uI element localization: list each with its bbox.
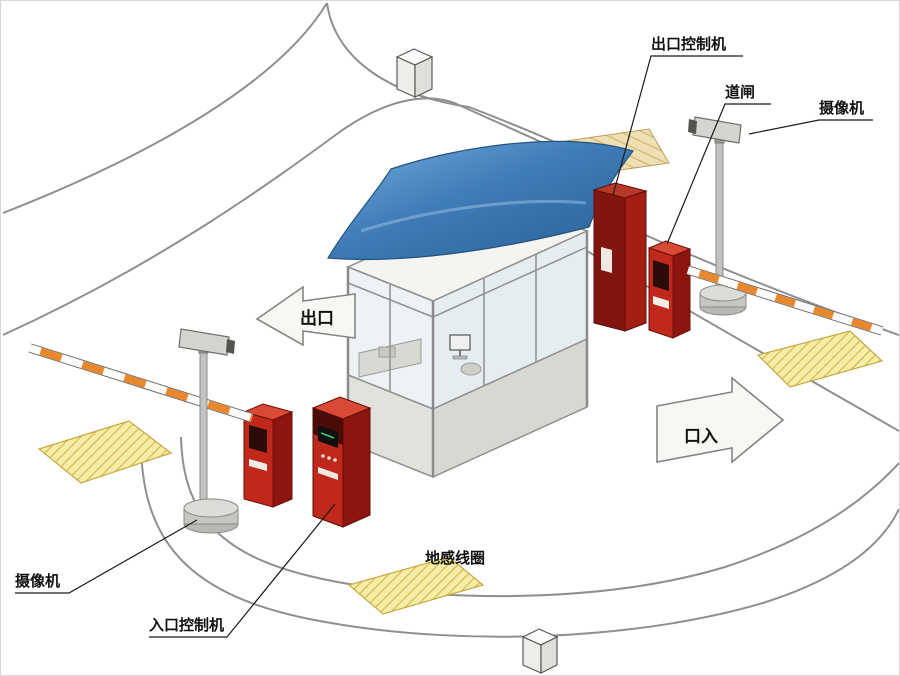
label-camera-left: 摄像机	[15, 572, 60, 590]
entrance-controller-machine	[311, 396, 372, 528]
camera-body	[692, 116, 742, 144]
barrier-arm-left	[28, 343, 254, 423]
camera-lens	[226, 339, 235, 354]
ground-coil-right-shape	[756, 330, 884, 388]
barrier-cabinet-front	[648, 247, 674, 339]
entrance-controller-side	[342, 407, 371, 528]
ground-coil-bottom-shape	[347, 556, 485, 615]
camera-left	[178, 328, 239, 534]
ground-coil-bottom	[347, 556, 485, 615]
entrance-arrow-text: 口入	[684, 427, 718, 447]
entrance-controller-display	[318, 425, 338, 448]
display-text-line	[320, 432, 335, 439]
road-edge-top-left-inner	[2, 97, 608, 336]
road-edge-top-left-outer	[2, 2, 328, 214]
label-exit-controller: 出口控制机	[651, 35, 726, 53]
label-camera-right: 摄像机	[819, 99, 864, 117]
booth-chair	[460, 362, 482, 376]
exit-controller-sign	[601, 247, 612, 273]
leader-entrance-controller	[149, 503, 336, 638]
exit-arrow-shape	[255, 285, 356, 347]
leader-barrier-gate	[666, 103, 771, 245]
barrier-cabinet-label-strip	[249, 459, 267, 471]
cube-side-face	[540, 636, 558, 674]
barrier-cabinet-label-strip	[653, 296, 669, 309]
ground-coil-left	[37, 420, 173, 484]
entrance-arrow-shape	[656, 376, 785, 464]
barrier-arm-stripes	[28, 344, 254, 422]
leader-camera-right	[748, 119, 873, 135]
exit-arrow-text: 出口	[300, 308, 334, 329]
label-ground-coil: 地感线圈	[425, 549, 485, 567]
ground-coil-left-shape	[37, 420, 173, 484]
ground-coil-right	[756, 330, 884, 388]
camera-right	[688, 116, 747, 316]
callouts: 出口控制机 道闸 摄像机 摄像机 入口控制机 地感线圈	[15, 35, 873, 638]
road-edge-bottom-outer	[140, 440, 899, 638]
marker-cube-top	[395, 48, 434, 98]
roof-sheet	[326, 140, 635, 261]
barrier-gate-cabinet-right	[647, 240, 692, 339]
barrier-cabinet-side	[272, 411, 293, 508]
roof-highlight	[360, 199, 587, 233]
exit-arrow: 出口	[255, 285, 356, 347]
exit-controller-side	[624, 190, 647, 332]
controller-button	[327, 456, 331, 460]
road-edge-bottom-inner	[180, 436, 899, 598]
barrier-cabinet-left	[242, 403, 294, 508]
barrier-arm-stripes	[686, 266, 884, 335]
monitor-base	[452, 355, 468, 360]
camera-lens	[688, 119, 697, 134]
camera-base-top	[183, 498, 239, 518]
barrier-cabinet-front	[243, 411, 274, 508]
booth-monitor	[449, 334, 471, 351]
camera-pole	[715, 140, 724, 298]
barrier-cabinet-screen	[653, 260, 669, 291]
controller-button	[321, 454, 325, 458]
desk-box	[378, 346, 396, 358]
marker-cube-bottom	[521, 628, 559, 674]
booth-roof	[326, 140, 635, 261]
entrance-arrow: 口入	[656, 376, 785, 464]
ticket-slot	[318, 467, 338, 480]
exit-controller-machine	[592, 182, 648, 332]
camera-pole	[199, 350, 208, 514]
cube-side-face	[414, 56, 433, 98]
camera-body	[178, 328, 230, 356]
label-entrance-controller: 入口控制机	[149, 616, 224, 634]
leader-camera-left	[15, 519, 198, 594]
controller-button	[333, 458, 337, 462]
label-barrier-gate: 道闸	[725, 83, 755, 101]
barrier-cabinet-screen	[249, 425, 267, 453]
barrier-arm-right	[686, 265, 884, 336]
barrier-cabinet-side	[672, 248, 691, 339]
leader-exit-controller	[612, 55, 743, 196]
